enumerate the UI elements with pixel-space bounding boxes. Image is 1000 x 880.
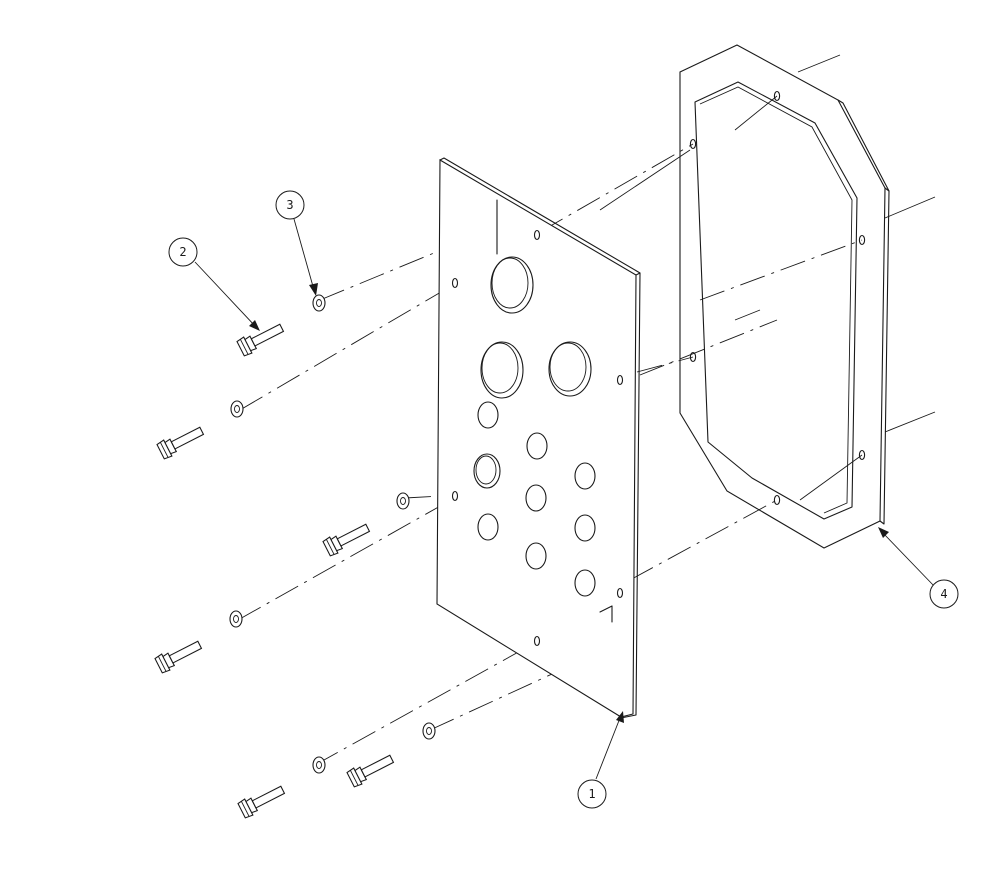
washer	[422, 722, 436, 740]
gasket-frame	[679, 44, 890, 549]
plate-opening-small	[574, 462, 596, 490]
callout-4-label: 4	[940, 587, 947, 601]
plate-hole	[533, 635, 541, 647]
hex-bolt	[156, 426, 205, 460]
plate-hole	[451, 490, 459, 502]
washer	[396, 492, 410, 510]
plate-opening-large	[490, 256, 534, 314]
hex-bolt	[236, 323, 285, 357]
plate-hole	[533, 229, 541, 241]
bolts	[154, 323, 395, 819]
plate-opening-large	[480, 341, 524, 399]
leader-lines	[194, 218, 936, 780]
hex-bolt	[346, 754, 395, 788]
plate-opening-small	[477, 401, 499, 429]
plate-hole	[616, 587, 624, 599]
callout-3: 3	[275, 190, 305, 220]
callout-1: 1	[577, 779, 607, 809]
gasket-hole	[773, 494, 781, 506]
bolt-center-lines	[237, 95, 863, 766]
plate-opening-small	[526, 432, 548, 460]
washer	[230, 400, 244, 418]
plate-opening-small	[525, 484, 547, 512]
plate-opening-small	[574, 514, 596, 542]
plate-opening-small	[477, 513, 499, 541]
hex-bolt	[322, 523, 371, 557]
washer	[229, 610, 243, 628]
callout-4: 4	[929, 579, 959, 609]
washer	[312, 756, 326, 774]
plate-opening-small	[574, 569, 596, 597]
plate-opening-large	[548, 341, 592, 397]
housing-extension-lines	[797, 54, 936, 433]
plate-hole	[616, 374, 624, 386]
hex-bolt	[154, 640, 203, 674]
plate-hole	[451, 277, 459, 289]
plate-opening-small	[525, 542, 547, 570]
callout-2: 2	[168, 237, 198, 267]
panel-plate	[436, 157, 641, 719]
hex-bolt	[237, 785, 286, 819]
washer	[312, 294, 326, 312]
callout-1-label: 1	[588, 787, 595, 801]
washers	[229, 294, 436, 774]
callout-2-label: 2	[179, 245, 186, 259]
callout-3-label: 3	[286, 198, 293, 212]
